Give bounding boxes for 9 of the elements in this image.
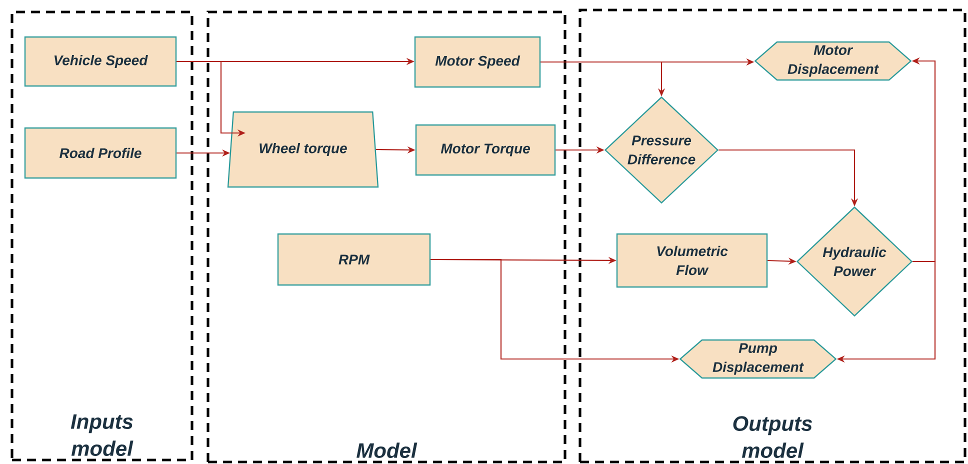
trapezoid-box: Wheel torque — [227, 111, 379, 188]
process-box: Vehicle Speed — [24, 36, 177, 87]
process-box: Volumetric Flow — [616, 233, 768, 288]
hexagon-box: Pump Displacement — [679, 339, 837, 379]
hexagon-box: Motor Displacement — [754, 41, 912, 81]
process-box: RPM — [277, 233, 431, 286]
process-box: Road Profile — [24, 127, 177, 179]
process-box: Motor Torque — [415, 124, 556, 176]
process-box: Motor Speed — [414, 36, 541, 88]
